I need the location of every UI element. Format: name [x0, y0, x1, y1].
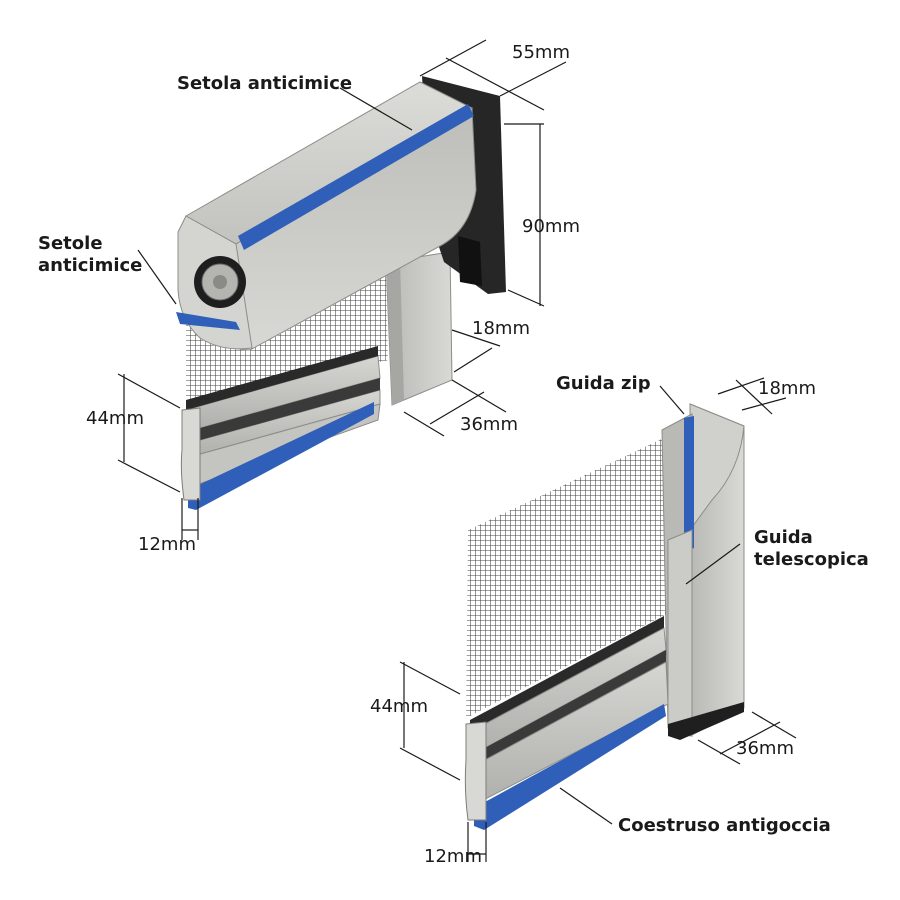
bottom-bar-dark-1: [186, 346, 378, 410]
label-setole-line1: Setole: [38, 233, 103, 254]
leader-lines: [137, 87, 741, 825]
label-guida-telescopica-line1: Guida: [754, 527, 813, 548]
telescopic-guide-curve: [689, 403, 745, 532]
guide-base-cap: [668, 702, 744, 740]
label-guida-telescopica-line2: telescopica: [754, 549, 869, 570]
dim-bar-width-top: 12mm: [138, 534, 196, 555]
dim-bar-height-top: 44mm: [86, 408, 144, 429]
dim-guide-width-right: 18mm: [758, 378, 816, 399]
telescopic-guide-assembly: [464, 403, 745, 830]
drip-gasket-top: [188, 402, 374, 510]
bottom-bar-dark-2: [186, 378, 380, 444]
zip-guide-front: [667, 529, 693, 737]
cassonetto-assembly: [176, 76, 506, 510]
label-guida-zip: Guida zip: [556, 373, 651, 394]
dim-guide-depth-top: 36mm: [460, 414, 518, 435]
mesh-panel-bottom: [466, 434, 672, 718]
lower-bristle-strip: [176, 312, 240, 330]
zip-guide-blue: [684, 416, 694, 552]
dim-guide-width-top: 18mm: [472, 318, 530, 339]
dim-cassonetto-depth: 55mm: [512, 42, 570, 63]
drip-gasket-bottom: [474, 704, 666, 830]
dim-bar-height-bottom: 44mm: [370, 696, 428, 717]
dim-bar-width-bottom: 12mm: [424, 846, 482, 867]
label-coestruso-antigoccia: Coestruso antigoccia: [618, 815, 831, 836]
bottom-bar-dark-3: [470, 616, 664, 732]
dimension-lines: [117, 39, 797, 862]
bottom-bar-dark-4: [470, 650, 666, 768]
side-guide-top-face: [386, 260, 404, 405]
bottom-bar-end-profile-2: [464, 721, 487, 821]
end-cap-bracket: [458, 236, 482, 286]
top-bristle-strip: [238, 104, 474, 250]
dim-cassonetto-height: 90mm: [522, 216, 580, 237]
label-setole-line2: anticimice: [38, 255, 143, 276]
label-setola-anticimice: Setola anticimice: [177, 73, 353, 94]
dim-guide-depth-right: 36mm: [736, 738, 794, 759]
bottom-bar-end-profile: [180, 407, 201, 501]
roller-axis: [213, 275, 227, 289]
